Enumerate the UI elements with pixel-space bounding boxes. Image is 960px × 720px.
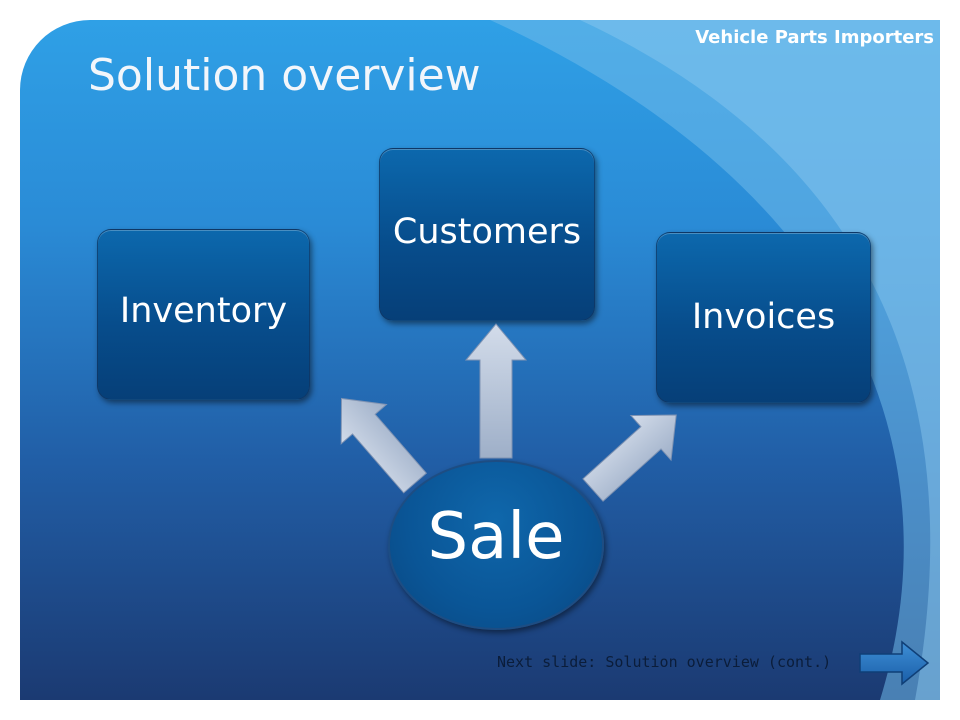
center-node-sale: Sale — [388, 460, 604, 630]
center-label: Sale — [427, 500, 565, 574]
node-invoices: Invoices — [656, 232, 871, 403]
company-name: Vehicle Parts Importers — [695, 27, 934, 48]
next-slide-label: Next slide: Solution overview (cont.) — [497, 653, 832, 671]
arrow-to-invoices — [582, 414, 677, 502]
node-label: Invoices — [691, 297, 836, 337]
node-label: Inventory — [119, 291, 288, 331]
connector-arrows — [340, 323, 677, 502]
arrow-to-customers — [464, 323, 528, 459]
background-swoosh — [490, 20, 940, 700]
node-customers: Customers — [379, 148, 595, 321]
arrow-to-inventory — [340, 397, 428, 494]
slide-title: Solution overview — [88, 50, 481, 101]
node-inventory: Inventory — [97, 229, 310, 400]
node-label: Customers — [392, 212, 582, 252]
arrow-right-icon[interactable] — [858, 640, 930, 686]
slide: Vehicle Parts Importers Solution overvie… — [20, 20, 940, 700]
